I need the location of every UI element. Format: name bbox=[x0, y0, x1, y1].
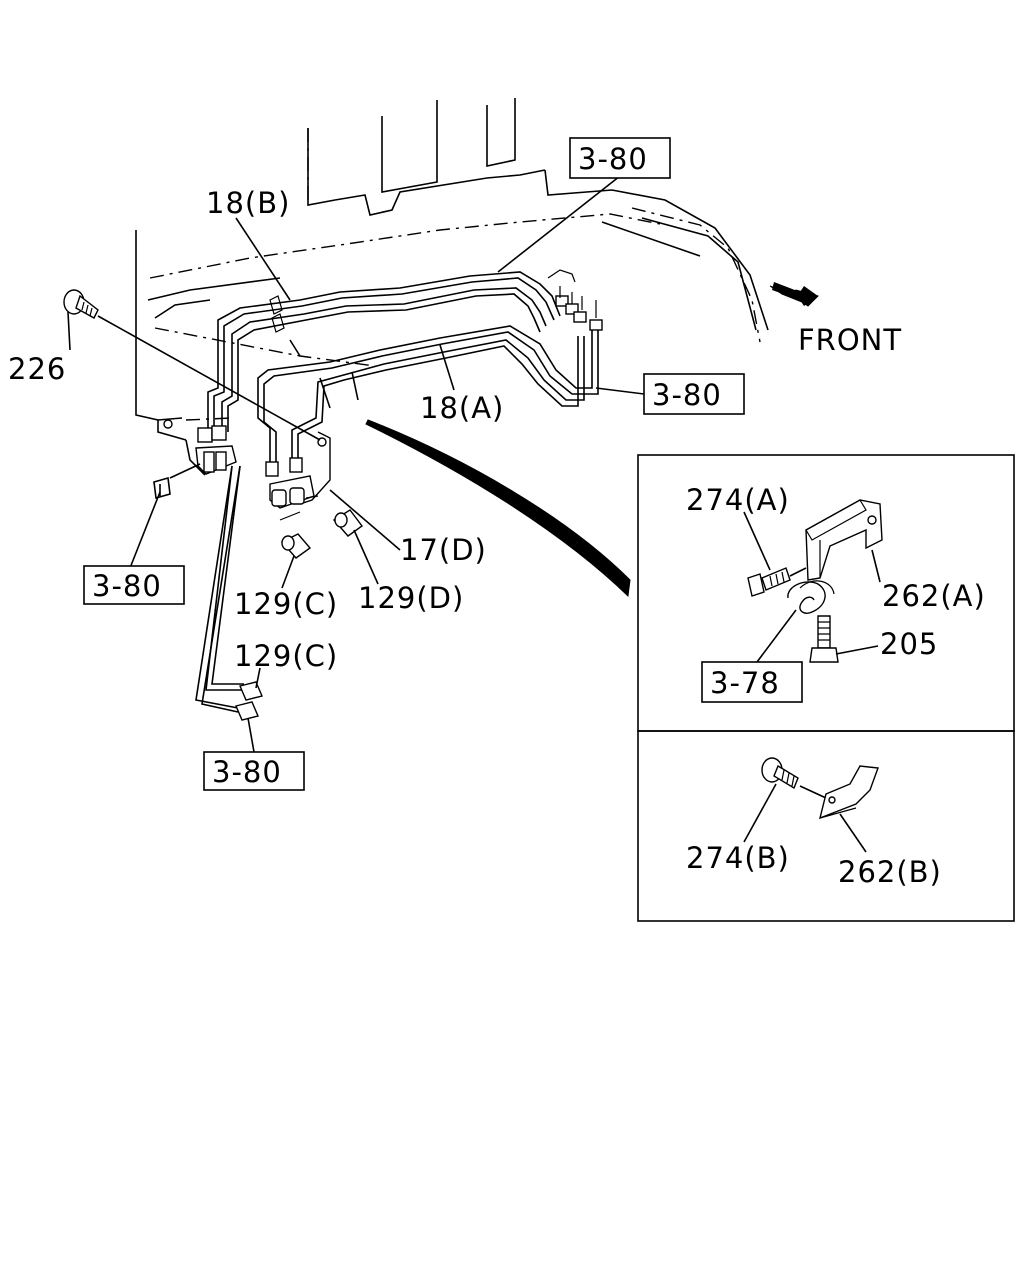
ref-box-detail bbox=[701, 661, 803, 703]
leader-lines bbox=[67, 175, 645, 753]
label-274b: 274(B) bbox=[686, 841, 790, 875]
detail-box-a bbox=[637, 454, 1015, 732]
label-17d: 17(D) bbox=[400, 533, 487, 567]
front-arrow-icon bbox=[769, 282, 819, 307]
label-129c-lower: 129(C) bbox=[234, 639, 338, 673]
vehicle-frame-outline bbox=[135, 98, 769, 476]
label-262a: 262(A) bbox=[882, 579, 986, 613]
ref-box-bottom bbox=[203, 751, 305, 791]
label-262b: 262(B) bbox=[838, 855, 942, 889]
label-226: 226 bbox=[8, 352, 66, 386]
union-fittings bbox=[235, 509, 363, 721]
front-direction-label: FRONT bbox=[798, 323, 902, 357]
label-18b: 18(B) bbox=[206, 186, 290, 220]
detail-box-b bbox=[637, 730, 1015, 922]
ref-box-top bbox=[569, 137, 671, 179]
ref-box-right bbox=[643, 373, 745, 415]
brake-pipes bbox=[195, 269, 603, 713]
bolt-226 bbox=[63, 289, 321, 441]
ref-left: 3-80 bbox=[92, 569, 162, 603]
ref-bottom: 3-80 bbox=[212, 755, 282, 789]
ref-top: 3-80 bbox=[578, 142, 648, 176]
junction-block-17d bbox=[265, 431, 331, 521]
label-274a: 274(A) bbox=[686, 483, 790, 517]
ref-right: 3-80 bbox=[652, 378, 722, 412]
label-18a: 18(A) bbox=[420, 391, 504, 425]
ref-box-left bbox=[83, 565, 185, 605]
label-205: 205 bbox=[880, 627, 938, 661]
label-129d: 129(D) bbox=[358, 581, 464, 615]
label-129c-upper: 129(C) bbox=[234, 587, 338, 621]
junction-block-left bbox=[153, 419, 237, 500]
detail-pointer bbox=[365, 419, 631, 598]
ref-detail: 3-78 bbox=[710, 666, 780, 700]
